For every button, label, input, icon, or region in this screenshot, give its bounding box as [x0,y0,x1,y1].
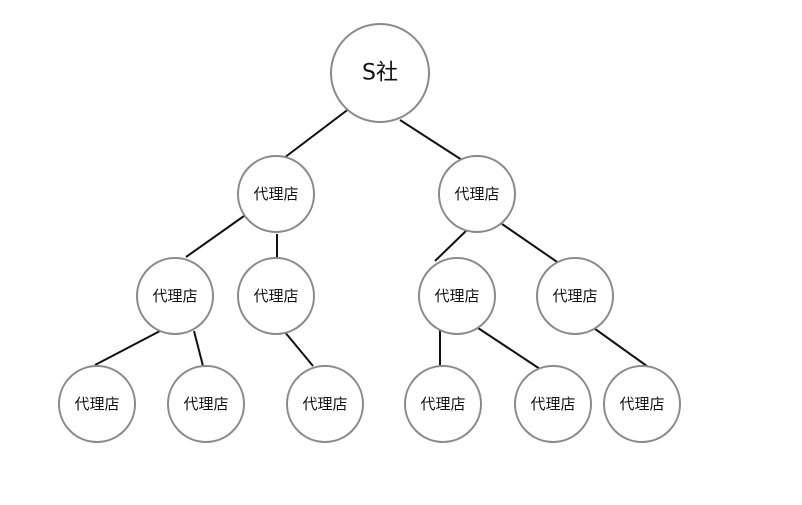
node-label: 代理店 [302,395,347,413]
agency-node-b4: 代理店 [536,257,614,335]
node-circle [514,365,592,443]
node-label: 代理店 [619,395,664,413]
node-label: 代理店 [552,287,597,305]
node-circle [536,257,614,335]
agency-node-b2: 代理店 [237,257,315,335]
node-label: 代理店 [454,185,499,203]
edge-b3-c5 [477,327,541,370]
node-label: 代理店 [183,395,228,413]
edge-root-a1 [283,107,351,159]
agency-node-b3: 代理店 [418,257,496,335]
node-circle [286,365,364,443]
node-circle [603,365,681,443]
node-label: S社 [362,61,398,86]
node-label: 代理店 [152,287,197,305]
edges-layer [94,107,652,370]
agency-node-c1: 代理店 [58,365,136,443]
edge-a2-b3 [434,229,468,262]
agency-node-c2: 代理店 [167,365,245,443]
agency-node-c3: 代理店 [286,365,364,443]
node-label: 代理店 [74,395,119,413]
node-circle [438,155,516,233]
node-circle [237,155,315,233]
edge-b1-c2 [193,330,204,367]
node-circle [58,365,136,443]
agency-node-a2: 代理店 [438,155,516,233]
edge-a1-b1 [185,215,245,258]
node-circle [167,365,245,443]
node-label: 代理店 [253,185,298,203]
node-label: 代理店 [434,287,479,305]
agency-node-c6: 代理店 [603,365,681,443]
node-label: 代理店 [420,395,465,413]
node-label: 代理店 [253,287,298,305]
edge-a2-b4 [501,223,564,267]
agency-node-c5: 代理店 [514,365,592,443]
agency-node-c4: 代理店 [404,365,482,443]
agency-node-a1: 代理店 [237,155,315,233]
edge-root-a2 [399,119,463,161]
nodes-layer: S社代理店代理店代理店代理店代理店代理店代理店代理店代理店代理店代理店代理店 [58,23,681,443]
edge-b4-c6 [590,325,652,370]
node-circle [237,257,315,335]
node-label: 代理店 [530,395,575,413]
company-node-root: S社 [330,23,430,123]
edge-b2-c3 [283,330,314,367]
node-circle [418,257,496,335]
node-circle [404,365,482,443]
agency-node-b1: 代理店 [136,257,214,335]
edge-b1-c1 [94,330,161,366]
node-circle [330,23,430,123]
node-circle [136,257,214,335]
